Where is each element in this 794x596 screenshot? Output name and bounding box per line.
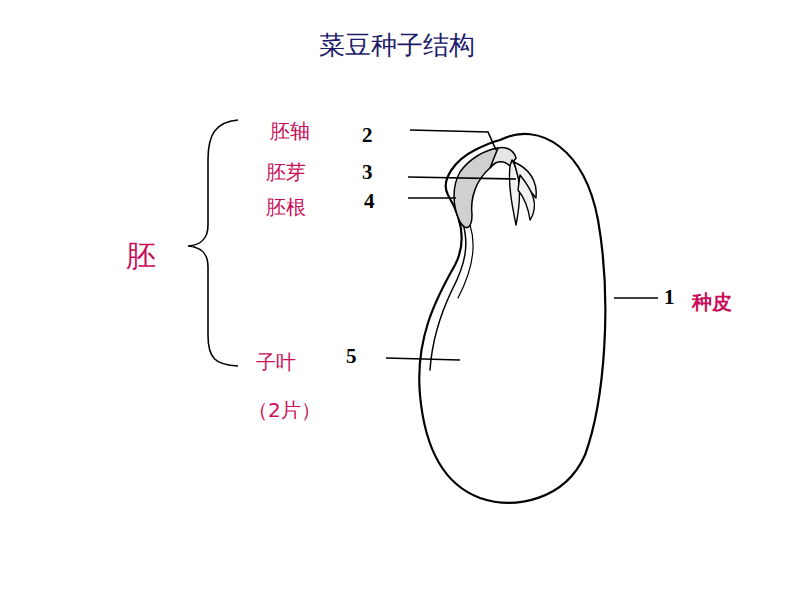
plumule (509, 160, 536, 225)
leader-line (408, 197, 456, 199)
embryo-bracket (188, 120, 238, 366)
cotyledon-edge (458, 225, 473, 298)
callout-number: 2 (362, 124, 373, 147)
callout-number: 4 (364, 190, 375, 213)
part-name: 子叶 (256, 351, 296, 373)
leader-line (408, 177, 516, 179)
part-name: 种皮 (692, 291, 732, 313)
leader-line (614, 297, 658, 299)
callout-number: 5 (346, 345, 357, 368)
cotyledon-edge (430, 220, 466, 370)
part-name: 胚芽 (266, 161, 306, 183)
diagram-title: 菜豆种子结构 (319, 31, 475, 60)
callout-number: 1 (664, 286, 675, 309)
group-name: 胚 (126, 239, 156, 272)
leader-line (386, 358, 460, 360)
part-name: 胚轴 (270, 120, 310, 142)
leader-line (410, 130, 496, 150)
seed-coat-outline (419, 134, 605, 503)
callout-number: 3 (362, 161, 373, 184)
part-name: 胚根 (266, 196, 306, 218)
note: （2片） (248, 399, 321, 421)
